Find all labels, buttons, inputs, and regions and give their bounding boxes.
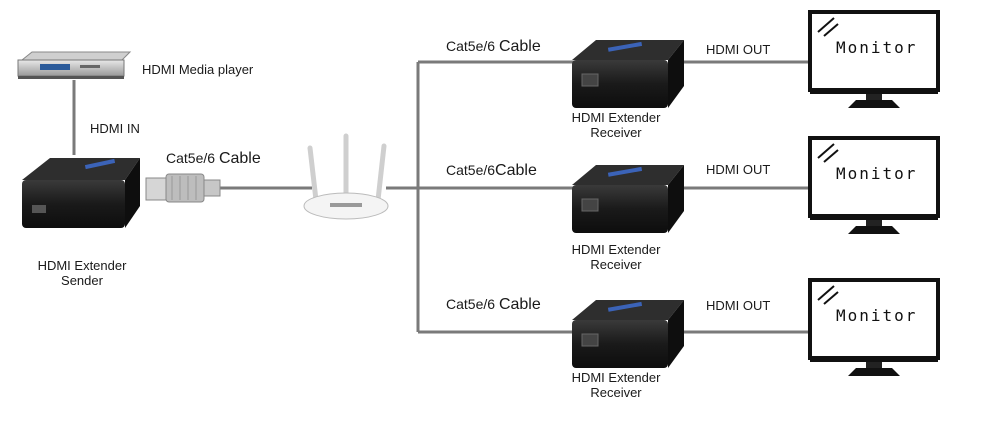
branch-3-cable-prefix: Cat5e/6 — [446, 296, 499, 312]
monitor-1-label: Monitor — [836, 38, 918, 57]
receiver-3-label: HDMI Extender Receiver — [556, 370, 676, 400]
receiver-3-label-line1: HDMI Extender — [571, 370, 661, 385]
branch-2-cable-word: Cable — [495, 162, 537, 179]
branch-1-cable-label: Cat5e/6 Cable — [446, 38, 541, 56]
branch-3-cable-word: Cable — [498, 296, 541, 313]
receiver-1-label-line1: HDMI Extender — [571, 110, 661, 125]
branch-3-cable-label: Cat5e/6 Cable — [446, 296, 541, 314]
branch-2-hdmi-out-label: HDMI OUT — [706, 162, 771, 177]
branch-1-cable-word: Cable — [498, 38, 541, 55]
receiver-2-label: HDMI Extender Receiver — [556, 242, 676, 272]
extender-receiver-icon — [572, 40, 684, 368]
extender-sender-icon — [22, 158, 140, 228]
sender-label-line2: Sender — [61, 273, 103, 288]
cable-lines — [72, 60, 812, 334]
router-icon — [303, 133, 389, 220]
monitor-3-label: Monitor — [836, 306, 918, 325]
receiver-1-label-line2: Receiver — [590, 125, 642, 140]
rj45-plug-icon — [145, 173, 221, 203]
branch-1-hdmi-out-label: HDMI OUT — [706, 42, 771, 57]
sender-cable-prefix: Cat5e/6 — [166, 150, 219, 166]
receiver-1-label: HDMI Extender Receiver — [556, 110, 676, 140]
media-player-icon — [17, 51, 132, 79]
sender-cable-word: Cable — [218, 150, 261, 167]
branch-3-hdmi-out-label: HDMI OUT — [706, 298, 771, 313]
hdmi-in-label: HDMI IN — [90, 121, 140, 136]
monitor-icon — [808, 10, 940, 376]
branch-2-cable-label: Cat5e/6Cable — [446, 162, 537, 180]
branch-1-cable-prefix: Cat5e/6 — [446, 38, 499, 54]
branch-2-cable-prefix: Cat5e/6 — [446, 162, 496, 178]
monitor-2-label: Monitor — [836, 164, 918, 183]
receiver-3-label-line2: Receiver — [590, 385, 642, 400]
sender-cable-label: Cat5e/6 Cable — [166, 150, 261, 168]
sender-label-line1: HDMI Extender — [37, 258, 127, 273]
sender-label: HDMI Extender Sender — [24, 258, 140, 288]
media-player-label: HDMI Media player — [142, 62, 254, 77]
receiver-2-label-line2: Receiver — [590, 257, 642, 272]
receiver-2-label-line1: HDMI Extender — [571, 242, 661, 257]
